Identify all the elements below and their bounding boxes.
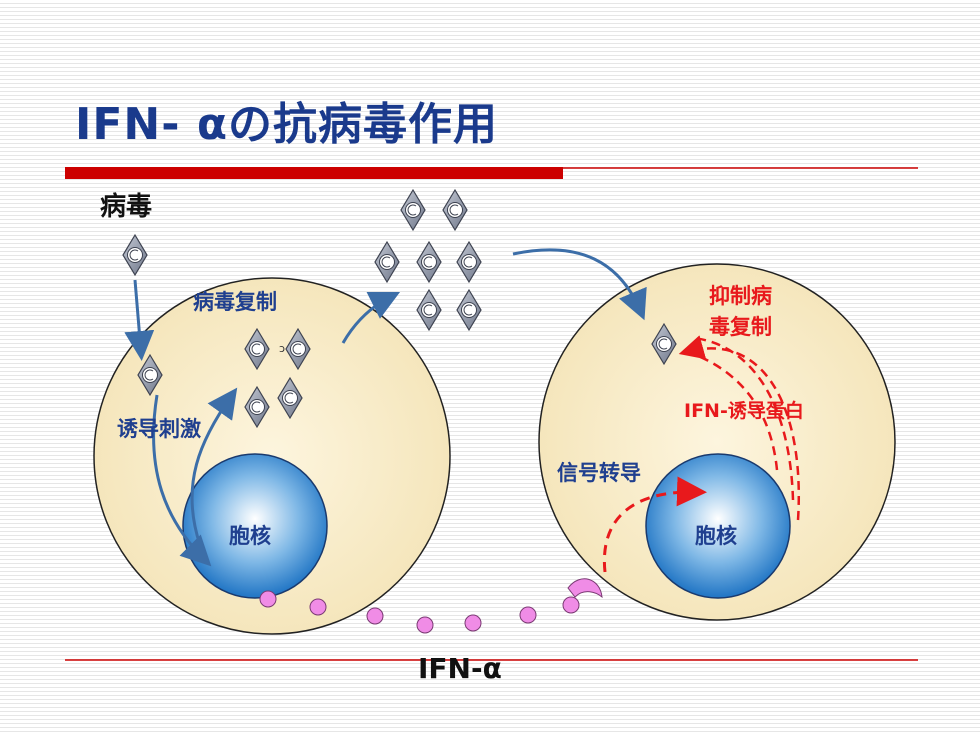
virus-icon: [374, 241, 400, 283]
entry-arrow: [124, 279, 155, 361]
virus-icon: [122, 234, 148, 276]
protein-arrow: [693, 336, 795, 501]
inhibit-label-2: 毒复制: [709, 315, 772, 339]
induce-arrow: [152, 394, 212, 567]
ifn-molecule: [519, 606, 537, 624]
replicate-arrow: [190, 387, 238, 546]
protein-label: IFN-诱导蛋白: [684, 400, 804, 422]
virus-icon: [400, 189, 426, 231]
ifn-molecule: [562, 596, 580, 614]
inhibit-label-1: 抑制病: [709, 284, 772, 308]
ifn-molecule: [259, 590, 277, 608]
accent-bar: [65, 167, 563, 179]
right-nucleus-label: 胞核: [695, 524, 737, 548]
virus-icon: [416, 241, 442, 283]
ifn-molecule: [366, 607, 384, 625]
ifn-molecule: [309, 598, 327, 616]
infect-arrow: [512, 248, 647, 321]
replication-label: 病毒复制: [193, 290, 277, 314]
virus-icon: [416, 289, 442, 331]
virus-label: 病毒: [100, 192, 153, 222]
signal-label: 信号转导: [557, 461, 641, 485]
protein-arrow: [681, 348, 779, 471]
slide-title: IFN- αの抗病毒作用: [75, 99, 499, 150]
ifn-label: IFN-α: [418, 652, 502, 685]
signal-arrow: [602, 476, 707, 573]
release-arrow: [341, 291, 401, 344]
ifn-receptor: [567, 578, 603, 599]
ifn-molecule: [416, 616, 434, 634]
left-nucleus: [182, 453, 328, 599]
protein-arrow: [678, 335, 800, 521]
induce-label: 诱导刺激: [117, 417, 201, 441]
virus-icon: [456, 241, 482, 283]
virus-icon: [456, 289, 482, 331]
dot-glyph: ͻ: [279, 342, 285, 355]
ifn-molecule: [464, 614, 482, 632]
virus-icon: [442, 189, 468, 231]
right-cell: [538, 263, 896, 621]
left-nucleus-label: 胞核: [229, 524, 271, 548]
